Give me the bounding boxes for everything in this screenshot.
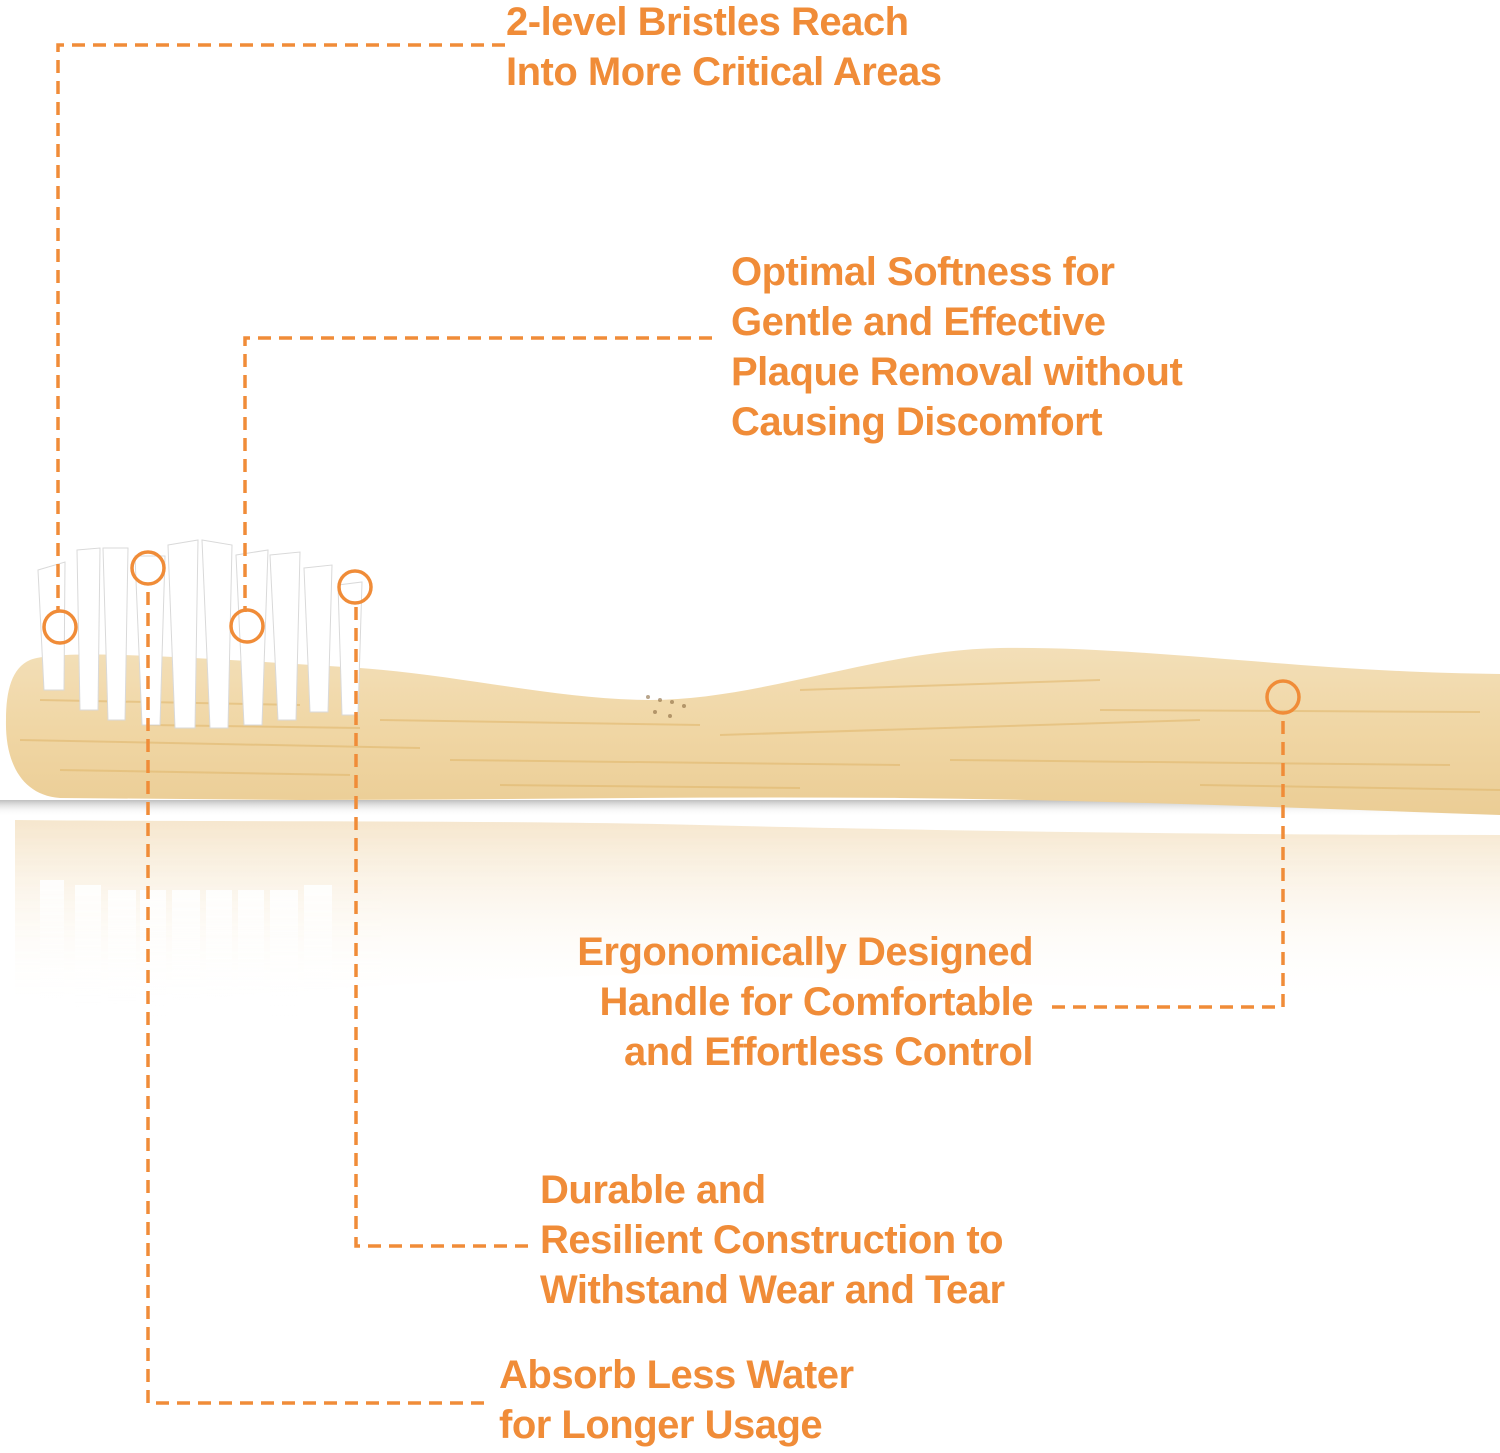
callout-softness: Optimal Softness for Gentle and Effectiv… xyxy=(731,250,1183,444)
callout-durable: Durable and Resilient Construction to Wi… xyxy=(540,1168,1005,1312)
callout-absorb: Absorb Less Water for Longer Usage xyxy=(499,1353,854,1447)
marker-circle-icon xyxy=(1265,679,1301,715)
marker-circle-icon xyxy=(130,550,166,586)
leader-ergonomic xyxy=(1052,713,1285,1009)
leader-absorb xyxy=(146,585,484,1405)
marker-circle-icon xyxy=(229,608,265,644)
callout-ergonomic: Ergonomically Designed Handle for Comfor… xyxy=(577,930,1033,1074)
marker-circle-icon xyxy=(337,569,373,605)
callout-lines xyxy=(56,43,1285,1405)
leader-durable xyxy=(354,603,528,1248)
leader-softness xyxy=(243,336,712,612)
callout-bristles: 2-level Bristles Reach Into More Critica… xyxy=(506,0,942,94)
bristles xyxy=(37,539,363,729)
bamboo-handle xyxy=(5,647,1500,815)
marker-circle-icon xyxy=(42,609,78,645)
callout-markers xyxy=(42,550,1301,715)
reflection xyxy=(0,800,1500,1040)
leader-bristles xyxy=(56,43,505,612)
